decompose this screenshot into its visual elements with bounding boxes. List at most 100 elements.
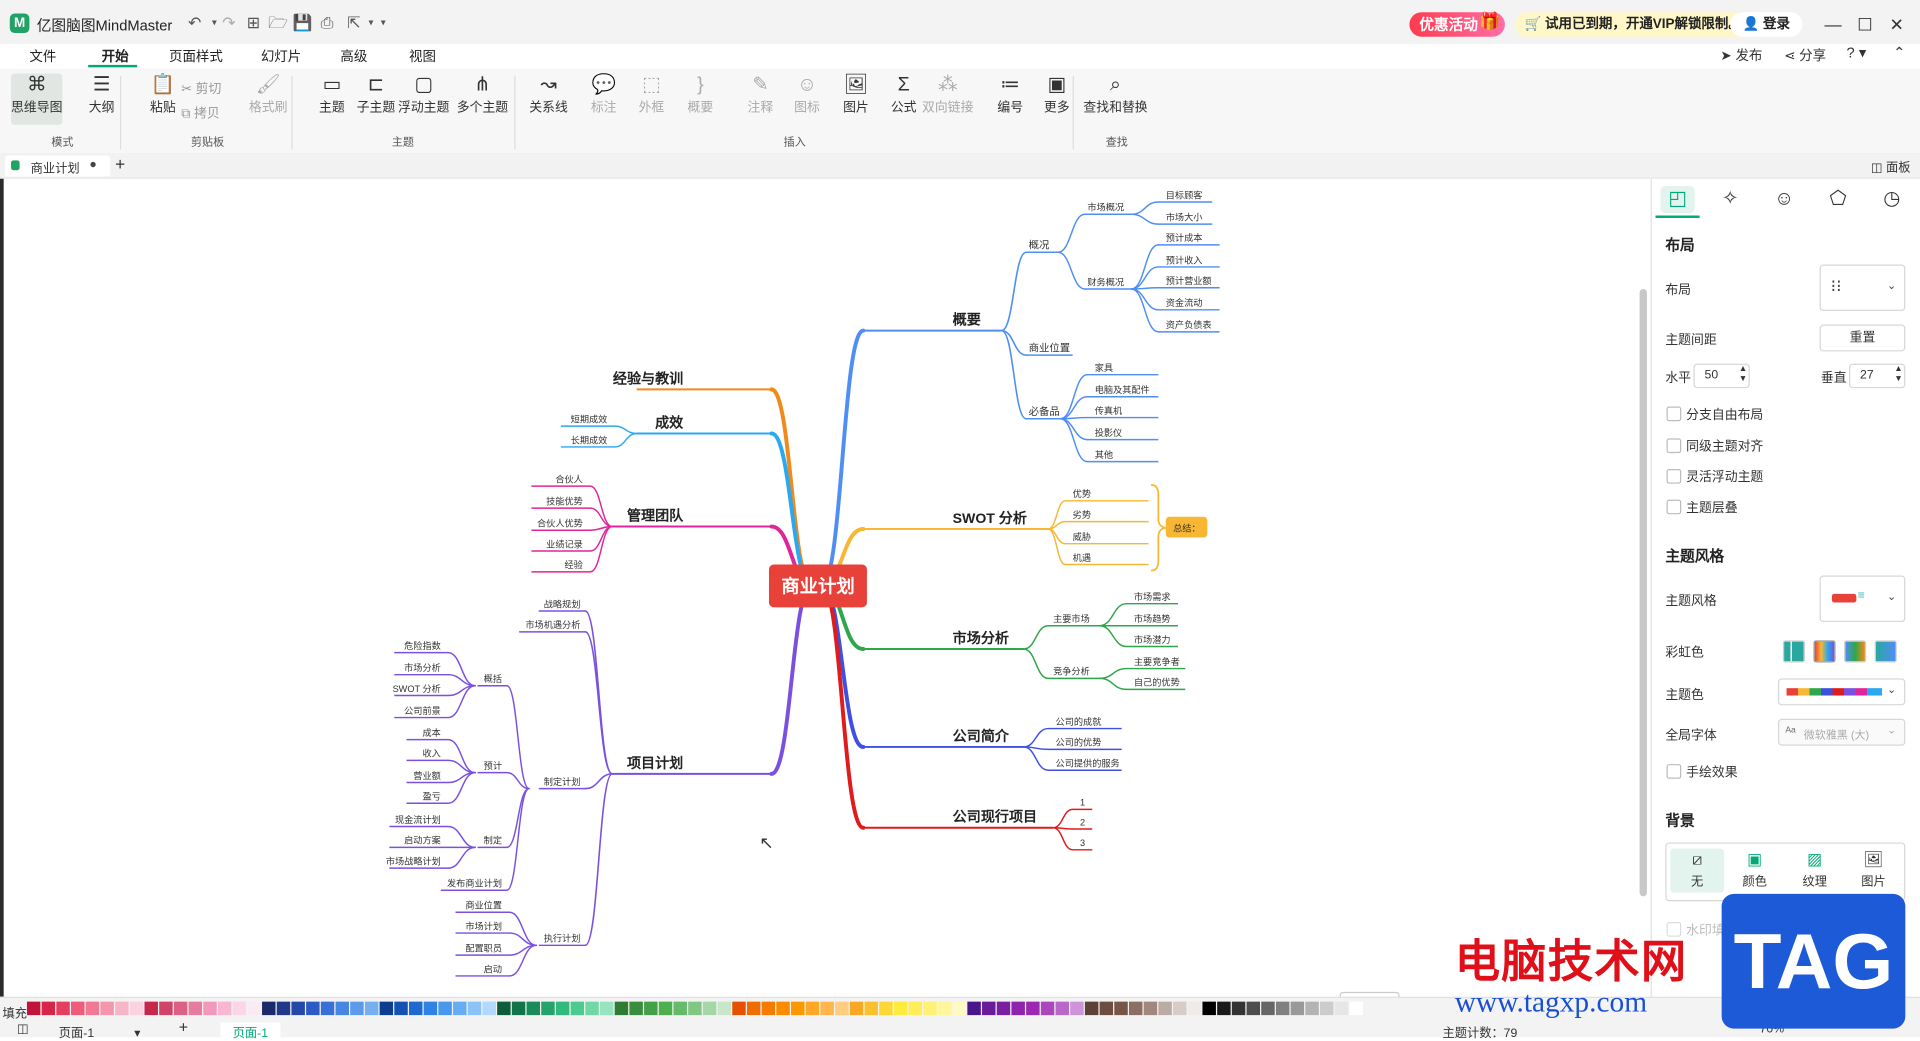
palette-swatch[interactable] — [217, 1001, 232, 1016]
subtopic[interactable]: 商业位置 — [1029, 341, 1071, 354]
bg-image-button[interactable]: 🖼图片 — [1847, 849, 1901, 893]
palette-swatch[interactable] — [247, 1001, 261, 1016]
palette-swatch[interactable] — [1099, 1001, 1114, 1016]
leaf-topic[interactable]: 商业位置 — [465, 900, 502, 911]
leaf-topic[interactable]: 技能优势 — [546, 495, 583, 506]
topic-style-select[interactable]: ≡ ⌄ — [1819, 575, 1906, 623]
save-icon[interactable]: 💾 — [292, 13, 313, 32]
palette-swatch[interactable] — [526, 1001, 541, 1016]
subtopic[interactable]: 概况 — [1029, 239, 1050, 252]
close-button[interactable]: ✕ — [1889, 14, 1904, 35]
palette-swatch[interactable] — [115, 1001, 129, 1016]
add-page-button[interactable]: + — [178, 1017, 189, 1036]
undo-icon[interactable]: ↶ — [188, 13, 202, 32]
ribbon-button[interactable]: ⬚外框 — [626, 73, 677, 116]
leaf-topic[interactable]: 电脑及其配件 — [1095, 384, 1150, 395]
ribbon-button[interactable]: ✎注释 — [735, 73, 786, 116]
palette-swatch[interactable] — [1114, 1001, 1128, 1016]
hand-drawn-checkbox[interactable] — [1666, 764, 1682, 779]
leaf-topic[interactable]: 配置职员 — [465, 943, 502, 953]
leaf-topic[interactable]: 收入 — [422, 748, 440, 759]
theme-panel-tab-icon[interactable]: ⬠ — [1829, 188, 1847, 210]
layout-select[interactable]: ⁝⁝ ⌄ — [1819, 264, 1906, 312]
palette-swatch[interactable] — [232, 1001, 247, 1016]
palette-swatch[interactable] — [173, 1001, 188, 1016]
leaf-topic[interactable]: 家具 — [1095, 362, 1113, 373]
palette-swatch[interactable] — [982, 1001, 996, 1016]
palette-swatch[interactable] — [849, 1001, 864, 1016]
main-topic[interactable]: 项目计划 — [627, 755, 683, 771]
rainbow-option-2[interactable] — [1813, 640, 1836, 663]
leaf-topic[interactable]: 市场战略计划 — [386, 855, 441, 866]
palette-swatch[interactable] — [996, 1001, 1011, 1016]
palette-swatch[interactable] — [1320, 1001, 1334, 1016]
leaf-topic[interactable]: 2 — [1080, 817, 1085, 827]
tab-view[interactable]: 视图 — [408, 50, 436, 65]
ribbon-button[interactable]: }概要 — [675, 73, 726, 116]
ribbon-button[interactable]: 🖌格式刷 — [242, 73, 293, 116]
palette-swatch[interactable] — [394, 1001, 408, 1016]
subtopic[interactable]: 发布商业计划 — [447, 878, 502, 889]
palette-swatch[interactable] — [952, 1001, 967, 1016]
publish-button[interactable]: ➤ 发布 — [1720, 45, 1762, 65]
palette-swatch[interactable] — [600, 1001, 614, 1016]
palette-swatch[interactable] — [555, 1001, 570, 1016]
leaf-topic[interactable]: 威胁 — [1073, 531, 1091, 542]
subtopic[interactable]: 制定 — [484, 835, 502, 846]
rainbow-option-4[interactable] — [1874, 640, 1897, 663]
leaf-topic[interactable]: 机遇 — [1073, 552, 1091, 563]
export-icon[interactable]: ⇱ — [347, 13, 361, 32]
leaf-topic[interactable]: 市场计划 — [465, 920, 502, 931]
reset-spacing-button[interactable]: 重置 — [1819, 324, 1906, 352]
root-topic[interactable] — [768, 564, 867, 608]
palette-swatch[interactable] — [1026, 1001, 1040, 1016]
leaf-topic[interactable]: 公司提供的服务 — [1056, 758, 1120, 769]
palette-swatch[interactable] — [1275, 1001, 1290, 1016]
ribbon-button[interactable]: ⁂双向链接 — [922, 73, 973, 116]
export-dropdown-icon[interactable]: ▾ — [368, 17, 374, 29]
palette-swatch[interactable] — [335, 1001, 349, 1016]
palette-swatch[interactable] — [864, 1001, 878, 1016]
tab-slides[interactable]: 幻灯片 — [260, 50, 302, 65]
subtopic[interactable]: 预计 — [484, 760, 502, 771]
leaf-topic[interactable]: 投影仪 — [1095, 427, 1123, 438]
open-folder-icon[interactable]: 🗁 — [268, 13, 288, 32]
topic-overlap-checkbox[interactable] — [1666, 499, 1682, 515]
leaf-topic[interactable]: 启动 — [484, 963, 502, 974]
global-font-select[interactable]: Aa 微软雅黑 (大) ⌄ — [1777, 718, 1906, 746]
ribbon-button[interactable]: ↝关系线 — [523, 73, 574, 116]
collapse-ribbon-icon[interactable]: ⌃ — [1893, 44, 1906, 62]
bg-color-button[interactable]: ▣颜色 — [1728, 849, 1782, 893]
leaf-topic[interactable]: 公司的优势 — [1056, 737, 1102, 748]
tab-file[interactable]: 文件 — [29, 50, 57, 65]
palette-swatch[interactable] — [732, 1001, 746, 1016]
subtopic[interactable]: 主要市场 — [1053, 613, 1090, 624]
subtopic[interactable]: 财务概况 — [1087, 276, 1124, 287]
palette-swatch[interactable] — [1187, 1001, 1202, 1016]
main-topic[interactable]: 概要 — [953, 311, 981, 327]
leaf-topic[interactable]: 传真机 — [1095, 405, 1123, 416]
palette-swatch[interactable] — [967, 1001, 981, 1016]
page-select[interactable]: 页面-1 ▾ — [59, 1022, 141, 1040]
palette-swatch[interactable] — [144, 1001, 158, 1016]
ribbon-button[interactable]: ⋔多个主题 — [457, 73, 508, 116]
undo-dropdown-icon[interactable]: ▾ — [211, 17, 217, 29]
palette-swatch[interactable] — [1084, 1001, 1099, 1016]
palette-swatch[interactable] — [1349, 1001, 1363, 1016]
palette-swatch[interactable] — [364, 1001, 379, 1016]
palette-swatch[interactable] — [1173, 1001, 1187, 1016]
flexible-floating-checkbox[interactable] — [1666, 468, 1682, 484]
document-tab[interactable] — [4, 155, 111, 177]
palette-swatch[interactable] — [159, 1001, 173, 1016]
palette-swatch[interactable] — [791, 1001, 805, 1016]
main-topic[interactable]: 管理团队 — [627, 507, 684, 523]
root-topic-label[interactable]: 商业计划 — [781, 576, 854, 597]
main-topic[interactable]: 公司现行项目 — [953, 809, 1037, 825]
subtopic[interactable]: 制定计划 — [544, 776, 581, 787]
panel-toggle-button[interactable]: ◫ 面板 — [1871, 157, 1910, 175]
style-panel-tab-icon[interactable]: ✧ — [1722, 188, 1739, 210]
leaf-topic[interactable]: 优势 — [1073, 488, 1091, 499]
palette-swatch[interactable] — [1231, 1001, 1246, 1016]
new-tab-button[interactable]: + — [115, 154, 126, 174]
